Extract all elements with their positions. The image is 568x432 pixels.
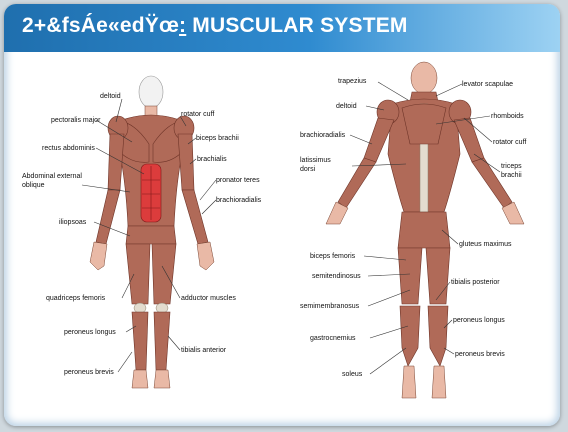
label-back-biceps-femoris: biceps femoris xyxy=(310,253,356,260)
front-knee-right xyxy=(156,303,168,313)
label-back-latissimus-1: latissimus xyxy=(300,157,331,164)
label-back-levator-scapulae: levator scapulae xyxy=(462,81,513,88)
label-back-gluteus-maximus: gluteus maximus xyxy=(459,241,512,248)
back-trapezius xyxy=(402,104,446,144)
label-back-semimembranosus: semimembranosus xyxy=(300,303,360,310)
label-front-peroneus-brevis: peroneus brevis xyxy=(64,369,114,376)
label-front-iliopsoas: iliopsoas xyxy=(59,219,87,226)
label-back-tibialis-posterior: tibialis posterior xyxy=(451,279,500,286)
front-shin-left xyxy=(132,312,148,370)
back-foot-right xyxy=(432,366,446,398)
back-thigh-right xyxy=(426,248,450,304)
front-forearm-right xyxy=(182,190,208,244)
front-foot-right xyxy=(154,370,170,388)
label-front-peroneus-longus: peroneus longus xyxy=(64,329,116,336)
label-front-rotator-cuff: rotator cuff xyxy=(181,111,214,118)
front-hand-right xyxy=(197,242,214,270)
front-head xyxy=(139,76,163,108)
front-neck xyxy=(145,106,157,116)
label-back-soleus: soleus xyxy=(342,371,363,378)
back-head xyxy=(411,62,437,94)
label-back-brachioradialis: brachioradialis xyxy=(300,132,346,139)
label-front-quadriceps-femoris: quadriceps femoris xyxy=(46,295,106,302)
back-foot-left xyxy=(402,366,416,398)
label-back-triceps-2: brachii xyxy=(501,172,522,179)
front-thigh-right xyxy=(152,244,176,304)
front-shin-right xyxy=(154,312,170,370)
label-front-deltoid: deltoid xyxy=(100,93,121,100)
label-back-rotator-cuff: rotator cuff xyxy=(493,139,526,146)
muscular-system-diagram: deltoid rotator cuff pectoralis major bi… xyxy=(4,4,560,426)
front-knee-left xyxy=(134,303,146,313)
label-front-adductor-muscles: adductor muscles xyxy=(181,295,236,302)
front-hand-left xyxy=(90,242,107,270)
label-back-latissimus-2: dorsi xyxy=(300,166,316,173)
label-front-pronator-teres: pronator teres xyxy=(216,177,260,184)
back-calf-left xyxy=(400,306,420,366)
front-foot-left xyxy=(132,370,148,388)
label-front-biceps-brachii: biceps brachii xyxy=(196,135,239,142)
back-calf-right xyxy=(428,306,448,366)
label-front-pectoralis-major: pectoralis major xyxy=(51,117,101,124)
label-front-abdominal-external-2: oblique xyxy=(22,182,45,189)
label-back-semitendinosus: semitendinosus xyxy=(312,273,361,280)
label-back-deltoid: deltoid xyxy=(336,103,357,110)
label-back-rhomboids: rhomboids xyxy=(491,113,524,120)
slide-frame: 2+&fsÁe«edŸœ: MUSCULAR SYSTEM xyxy=(4,4,560,426)
label-back-triceps-1: triceps xyxy=(501,163,522,170)
label-back-gastrocnemius: gastrocnemius xyxy=(310,335,356,342)
label-back-peroneus-brevis: peroneus brevis xyxy=(455,351,505,358)
back-thigh-left xyxy=(398,248,422,304)
label-back-trapezius: trapezius xyxy=(338,78,367,85)
front-upper-arm-right xyxy=(178,134,194,190)
label-front-abdominal-external-1: Abdominal external xyxy=(22,173,82,180)
label-back-peroneus-longus: peroneus longus xyxy=(453,317,505,324)
front-forearm-left xyxy=(96,190,120,244)
label-front-tibialis-anterior: tibialis anterior xyxy=(181,347,227,354)
front-thigh-left xyxy=(126,244,150,304)
front-pelvis xyxy=(126,226,176,244)
label-front-brachialis: brachialis xyxy=(197,156,227,163)
front-figure xyxy=(90,76,214,388)
label-front-brachioradialis: brachioradialis xyxy=(216,197,262,204)
label-front-rectus-abdominis: rectus abdominis xyxy=(42,145,95,152)
